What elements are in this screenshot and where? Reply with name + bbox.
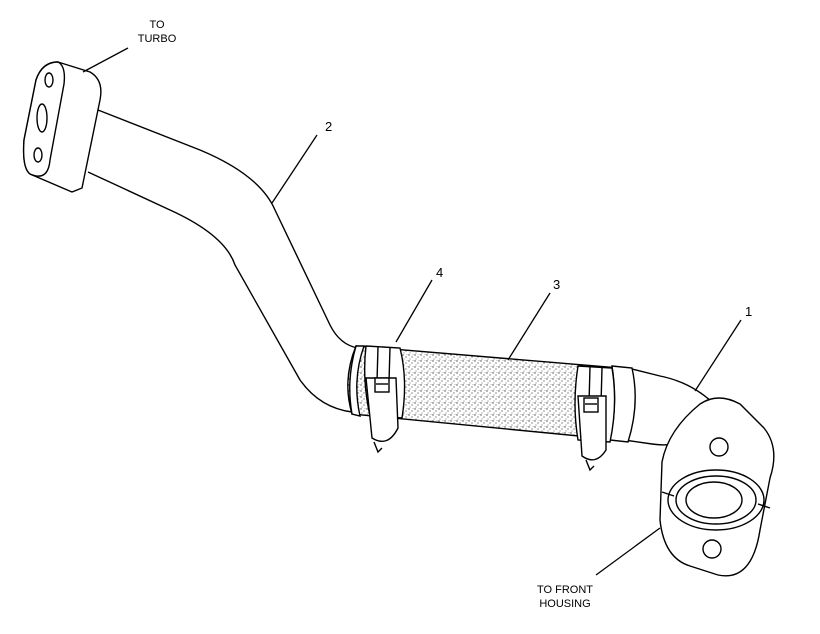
- oil-drain-tube: [87, 109, 359, 413]
- hose-clamp-left: [349, 345, 406, 454]
- label-to-front-housing-line2: HOUSING: [539, 598, 590, 610]
- turbo-flange: [22, 61, 102, 193]
- callout-2: 2: [325, 119, 332, 134]
- callout-3: 3: [553, 277, 560, 292]
- callout-4: 4: [436, 265, 443, 280]
- hose-clamp-right: [574, 365, 636, 472]
- callout-1: 1: [745, 304, 752, 319]
- label-to-front-housing-line1: TO FRONT: [537, 584, 593, 596]
- label-to-turbo-line2: TURBO: [138, 33, 177, 45]
- label-to-turbo-line1: TO: [149, 19, 165, 31]
- leader-lines: [82, 47, 742, 576]
- front-housing-flange: [659, 397, 775, 577]
